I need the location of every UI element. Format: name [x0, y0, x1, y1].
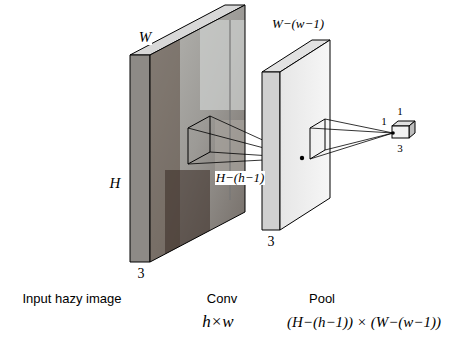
input-image-slab	[130, 0, 250, 270]
height-label: H−(h−1)	[215, 171, 266, 185]
channel-label: 3	[396, 142, 404, 154]
height-label: H	[109, 175, 122, 192]
width-label: W−(w−1)	[271, 17, 325, 31]
size-label: 1	[380, 115, 388, 127]
pool-output-cube	[391, 121, 415, 138]
size-label: 1	[396, 105, 404, 117]
stage-caption: Pool	[308, 292, 336, 306]
conv-feature-slab	[262, 40, 330, 230]
pool-size-label: (H−(h−1)) × (W−(w−1))	[286, 314, 442, 331]
channel-label: 3	[267, 234, 276, 249]
kernel-size-label: h×w	[201, 313, 234, 332]
channel-label: 3	[137, 266, 146, 281]
width-label: W	[138, 29, 153, 46]
stage-caption: Input hazy image	[21, 292, 122, 306]
stage-caption: Conv	[206, 292, 238, 306]
